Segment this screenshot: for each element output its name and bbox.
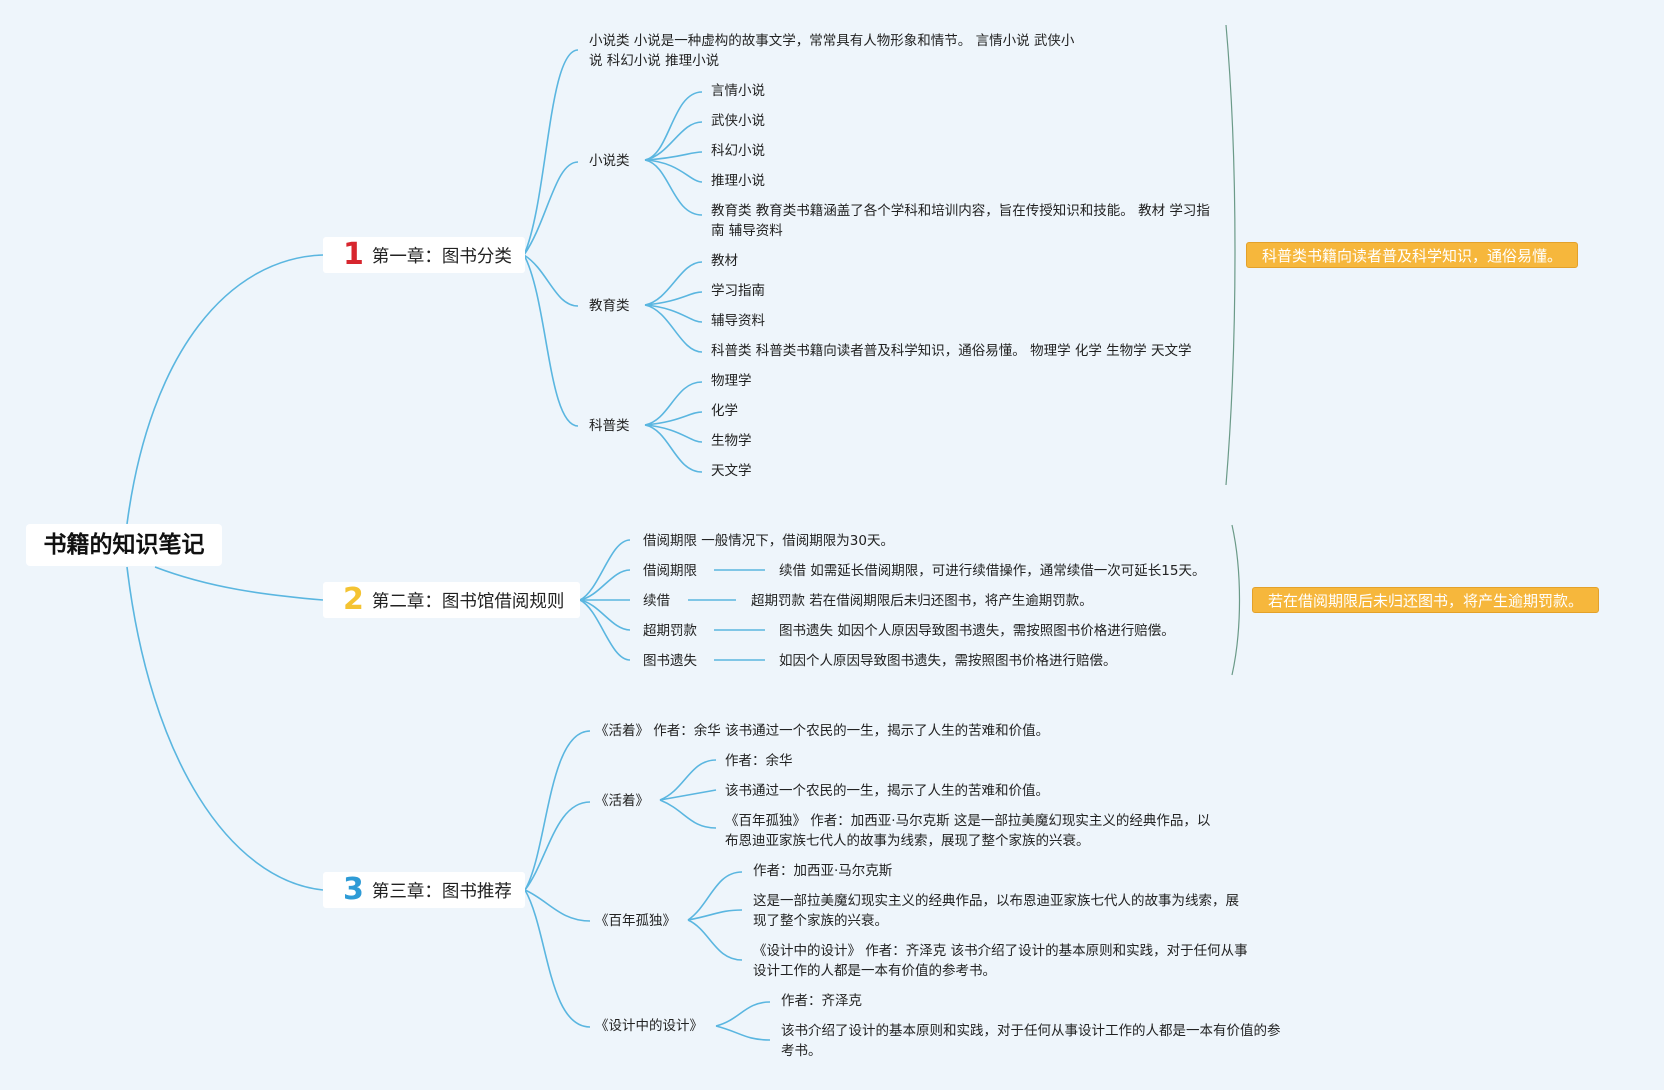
connector-sci-1 (644, 381, 703, 426)
connector-b1-author (659, 759, 717, 801)
chapter-3-title: 第三章：图书推荐 (371, 881, 512, 902)
novel-item-1[interactable]: 言情小说 (711, 83, 765, 99)
connector-ch1-intro (523, 49, 579, 256)
chapter-1-node[interactable]: 1 第一章：图书分类 (323, 237, 525, 273)
edu-item-2[interactable]: 学习指南 (711, 283, 765, 299)
connector-b2-extra (687, 919, 743, 961)
chapter-2-node[interactable]: 2 第二章：图书馆借阅规则 (323, 582, 580, 618)
chapter-2-number: 2 (343, 582, 364, 617)
book-3-author[interactable]: 作者：齐泽克 (781, 993, 862, 1009)
book-3-desc[interactable]: 该书介绍了设计的基本原则和实践，对于任何从事设计工作的人都是一本有价值的参考书。 (781, 1023, 1281, 1059)
connector-novel-2 (644, 121, 703, 161)
book-1-extra[interactable]: 《百年孤独》 作者：加西亚·马尔克斯 这是一部拉美魔幻现实主义的经典作品，以布恩… (725, 813, 1211, 849)
connector-ch1-novel (523, 161, 579, 256)
chapter-3-number: 3 (343, 872, 364, 907)
connector-novel-3 (644, 151, 703, 161)
connector-root-ch2 (154, 566, 324, 601)
connector-ch1-sci (523, 254, 579, 427)
rule-label-3[interactable]: 超期罚款 (643, 623, 697, 639)
rule-desc-4[interactable]: 如因个人原因导致图书遗失，需按照图书价格进行赔偿。 (779, 653, 1117, 669)
edu-item-1[interactable]: 教材 (711, 253, 738, 269)
ch2-intro-node[interactable]: 借阅期限 一般情况下，借阅期限为30天。 (643, 533, 894, 549)
sci-item-4[interactable]: 天文学 (711, 463, 752, 479)
connector-b3-author (715, 1001, 771, 1027)
ch1-summary-callout[interactable]: 科普类书籍向读者普及科学知识，通俗易懂。 (1246, 242, 1579, 268)
connector-sci-4 (644, 424, 703, 473)
summary-bracket-ch1 (1225, 24, 1236, 486)
novel-item-4[interactable]: 推理小说 (711, 173, 765, 189)
sci-category-node[interactable]: 科普类 (589, 418, 630, 434)
connector-b1-extra (659, 799, 717, 829)
sci-item-2[interactable]: 化学 (711, 403, 738, 419)
book-1-desc[interactable]: 该书通过一个农民的一生，揭示了人生的苦难和价值。 (725, 783, 1049, 799)
book-2-extra[interactable]: 《设计中的设计》 作者：齐泽克 该书介绍了设计的基本原则和实践，对于任何从事设计… (753, 943, 1248, 979)
connector-b1-desc (659, 789, 717, 801)
novel-item-3[interactable]: 科幻小说 (711, 143, 765, 159)
connector-b3-desc (715, 1025, 771, 1041)
book-2-author[interactable]: 作者：加西亚·马尔克斯 (753, 863, 893, 879)
novel-category-node[interactable]: 小说类 (589, 153, 630, 169)
chapter-3-node[interactable]: 3 第三章：图书推荐 (323, 872, 525, 908)
book-1-author[interactable]: 作者：余华 (725, 753, 793, 769)
book-3-node[interactable]: 《设计中的设计》 (595, 1018, 703, 1034)
rule-label-2[interactable]: 续借 (643, 593, 670, 609)
novel-item-2[interactable]: 武侠小说 (711, 113, 765, 129)
ch2-summary-callout[interactable]: 若在借阅期限后未归还图书，将产生逾期罚款。 (1252, 587, 1600, 613)
connector-edu-1 (644, 261, 703, 306)
connector-edu-2 (644, 291, 703, 306)
rule-desc-2[interactable]: 超期罚款 若在借阅期限后未归还图书，将产生逾期罚款。 (751, 593, 1093, 609)
connector-edu-4 (644, 304, 703, 353)
connector-root-ch3 (126, 566, 324, 891)
book-2-node[interactable]: 《百年孤独》 (595, 913, 676, 929)
edu-extra-node[interactable]: 科普类 科普类书籍向读者普及科学知识，通俗易懂。 物理学 化学 生物学 天文学 (711, 343, 1192, 359)
sci-item-3[interactable]: 生物学 (711, 433, 752, 449)
novel-extra-node[interactable]: 教育类 教育类书籍涵盖了各个学科和培训内容，旨在传授知识和技能。 教材 学习指南… (711, 203, 1210, 239)
edu-category-node[interactable]: 教育类 (589, 298, 630, 314)
book-1-node[interactable]: 《活着》 (595, 793, 649, 809)
rule-desc-3[interactable]: 图书遗失 如因个人原因导致图书遗失，需按照图书价格进行赔偿。 (779, 623, 1175, 639)
connector-ch3-b2 (524, 889, 591, 922)
chapter-2-title: 第二章：图书馆借阅规则 (371, 591, 565, 612)
summary-bracket-ch2 (1231, 524, 1241, 676)
connector-b2-desc (687, 909, 743, 921)
connector-root-ch1 (126, 254, 324, 525)
book-2-desc[interactable]: 这是一部拉美魔幻现实主义的经典作品，以布恩迪亚家族七代人的故事为线索，展现了整个… (753, 893, 1239, 929)
chapter-1-number: 1 (343, 237, 364, 272)
connector-ch2-intro (579, 539, 631, 601)
connector-ch3-b1 (524, 801, 591, 891)
root-title[interactable]: 书籍的知识笔记 (26, 524, 222, 566)
rule-label-4[interactable]: 图书遗失 (643, 653, 697, 669)
chapter-1-title: 第一章：图书分类 (371, 246, 512, 267)
connector-ch2-rule1 (579, 569, 631, 601)
connector-ch1-edu (523, 254, 579, 307)
ch1-intro-node[interactable]: 小说类 小说是一种虚构的故事文学，常常具有人物形象和情节。 言情小说 武侠小说 … (589, 33, 1075, 69)
connector-b2-author (687, 871, 743, 921)
connector-ch3-intro (524, 730, 591, 891)
connector-novel-5 (644, 159, 703, 216)
connector-sci-3 (644, 424, 703, 443)
rule-desc-1[interactable]: 续借 如需延长借阅期限，可进行续借操作，通常续借一次可延长15天。 (779, 563, 1206, 579)
rule-label-1[interactable]: 借阅期限 (643, 563, 697, 579)
connector-novel-4 (644, 159, 703, 183)
connector-ch2-rule4 (579, 599, 631, 661)
connector-sci-2 (644, 411, 703, 426)
connector-edu-3 (644, 304, 703, 323)
sci-item-1[interactable]: 物理学 (711, 373, 752, 389)
ch3-intro-node[interactable]: 《活着》 作者：余华 该书通过一个农民的一生，揭示了人生的苦难和价值。 (595, 723, 1050, 739)
connector-ch3-b3 (524, 889, 591, 1028)
edu-item-3[interactable]: 辅导资料 (711, 313, 765, 329)
connector-ch2-rule3 (579, 599, 631, 631)
connector-novel-1 (644, 91, 703, 161)
